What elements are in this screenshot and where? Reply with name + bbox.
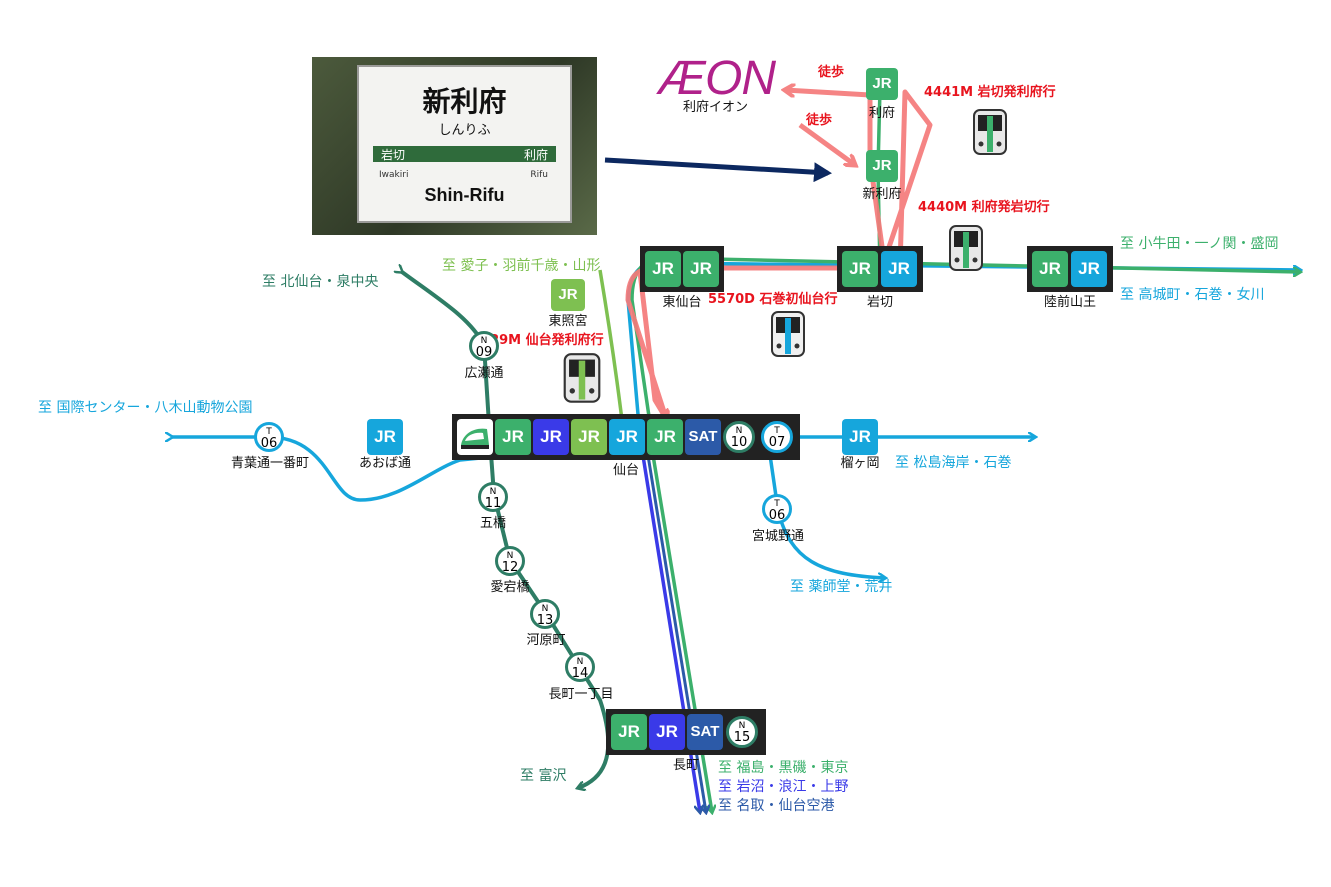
station-higashisendai: 東仙台 xyxy=(662,295,702,310)
station-itsutsubashi: 五橋 xyxy=(479,516,507,531)
sendai-jr-badge[interactable]: JR xyxy=(571,419,607,455)
train-4429: 4429M 仙台発利府行 xyxy=(472,333,604,348)
station-aobadori-ichibancho: 青葉通一番町 xyxy=(230,456,310,471)
aeon-logo: ÆON xyxy=(658,52,776,105)
sign-name: 新利府 xyxy=(422,85,507,118)
nagamachi-jr-badge[interactable]: JR xyxy=(611,714,647,750)
station-sign: 新利府 しんりふ 岩切 利府 Iwakiri Rifu Shin-Rifu xyxy=(357,65,572,223)
station-atagobashi: 愛宕橋 xyxy=(490,580,530,595)
toshogu-jr-badge[interactable]: JR xyxy=(551,279,585,311)
rikuzensanno-jr-badge[interactable]: JR xyxy=(1071,251,1107,287)
tozai-line xyxy=(172,437,1035,502)
tohoku-south xyxy=(648,436,712,812)
sign-prev-romaji: Iwakiri xyxy=(379,170,409,180)
dest-izumi: 至 北仙台・泉中央 xyxy=(262,274,379,290)
station-iwakiri: 岩切 xyxy=(866,295,894,310)
shinkansen-icon[interactable] xyxy=(457,419,493,455)
walk-label-1: 徒歩 xyxy=(818,65,845,80)
station-hirosedori: 広瀬通 xyxy=(464,366,504,381)
rikuzensanno-jr-badge[interactable]: JR xyxy=(1032,251,1068,287)
nagamachi-sat-badge[interactable]: SAT xyxy=(687,714,723,750)
sign-next: 利府 xyxy=(523,148,548,162)
station-kawaramachi: 河原町 xyxy=(526,633,566,648)
sat-south xyxy=(643,436,706,812)
station-aobadori: あおば通 xyxy=(358,456,412,471)
sendai-jr-badge[interactable]: JR xyxy=(609,419,645,455)
higashisendai-jr-badge[interactable]: JR xyxy=(683,251,719,287)
rifu-jr-badge[interactable]: JR xyxy=(866,68,898,100)
dest-ayashi: 至 愛子・羽前千歳・山形 xyxy=(442,258,601,274)
joban-south xyxy=(638,436,700,812)
sign-bar xyxy=(373,146,556,162)
dest-kogota: 至 小牛田・一ノ関・盛岡 xyxy=(1120,236,1279,252)
sign-romaji: Shin-Rifu xyxy=(424,185,505,205)
highlight-route xyxy=(625,90,933,420)
dest-fukushima: 至 福島・黒磯・東京 xyxy=(718,760,849,776)
station-toshogu: 東照宮 xyxy=(548,314,588,329)
dest-kokusai: 至 国際センター・八木山動物公園 xyxy=(38,400,253,416)
train-4441: 4441M 岩切発利府行 xyxy=(924,85,1056,100)
train-icon xyxy=(973,109,1007,155)
nagamachi-jr-badge[interactable]: JR xyxy=(649,714,685,750)
dest-matsushima: 至 松島海岸・石巻 xyxy=(895,455,1012,471)
dest-arai: 至 薬師堂・荒井 xyxy=(790,579,893,595)
sendai-jr-badge[interactable]: JR xyxy=(495,419,531,455)
walk-label-2: 徒歩 xyxy=(806,113,833,128)
aeon-label: 利府イオン xyxy=(683,100,749,115)
station-sign-photo: 新利府 しんりふ 岩切 利府 Iwakiri Rifu Shin-Rifu xyxy=(312,57,597,235)
sign-next-romaji: Rifu xyxy=(530,170,548,180)
station-miyaginodori: 宮城野通 xyxy=(751,529,805,544)
pointer-arrow xyxy=(604,157,832,183)
higashisendai-jr-badge[interactable]: JR xyxy=(645,251,681,287)
sign-prev: 岩切 xyxy=(381,148,406,162)
tsutsujigaoka-jr-badge[interactable]: JR xyxy=(842,419,878,455)
station-tsutsujigaoka: 榴ヶ岡 xyxy=(840,456,880,471)
senzan-line xyxy=(598,269,626,438)
sendai-jr-badge[interactable]: JR xyxy=(647,419,683,455)
train-icon xyxy=(949,225,983,271)
train-4440: 4440M 利府発岩切行 xyxy=(918,200,1050,215)
station-rikuzensanno: 陸前山王 xyxy=(1043,295,1097,310)
dest-natori: 至 名取・仙台空港 xyxy=(718,798,835,814)
tohoku-line xyxy=(630,256,1300,438)
train-icon xyxy=(563,353,601,403)
station-nagamachi-itchome: 長町一丁目 xyxy=(548,687,614,702)
sendai-jr-badge[interactable]: JR xyxy=(533,419,569,455)
dest-iwanuma: 至 岩沼・浪江・上野 xyxy=(718,779,849,795)
sign-kana: しんりふ xyxy=(438,123,491,138)
station-sendai: 仙台 xyxy=(612,463,640,478)
sendai-sat-badge[interactable]: SAT xyxy=(685,419,721,455)
train-icon xyxy=(771,311,805,357)
aobadori-jr-badge[interactable]: JR xyxy=(367,419,403,455)
station-rifu: 利府 xyxy=(868,106,896,121)
dest-tomizawa: 至 富沢 xyxy=(520,768,567,784)
train-5570: 5570D 石巻初仙台行 xyxy=(708,292,838,307)
station-shinrifu: 新利府 xyxy=(862,187,902,202)
station-nagamachi: 長町 xyxy=(672,758,700,773)
dest-takagi: 至 高城町・石巻・女川 xyxy=(1120,287,1265,303)
iwakiri-jr-badge[interactable]: JR xyxy=(881,251,917,287)
shinrifu-jr-badge[interactable]: JR xyxy=(866,150,898,182)
iwakiri-jr-badge[interactable]: JR xyxy=(842,251,878,287)
